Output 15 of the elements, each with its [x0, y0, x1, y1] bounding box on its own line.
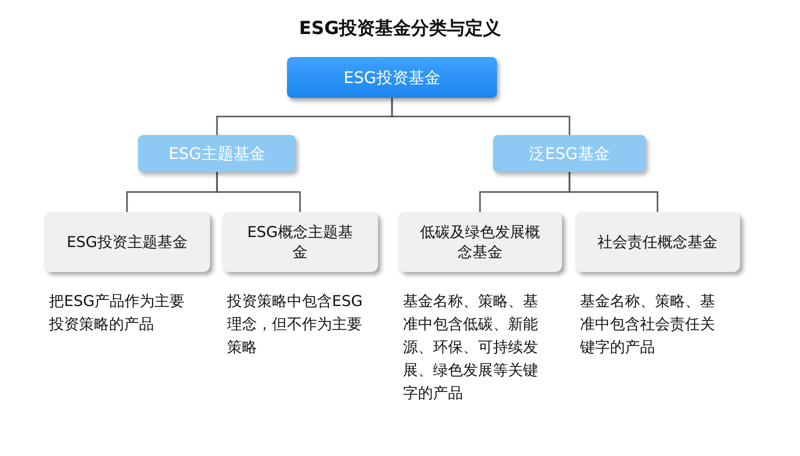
connector-line [216, 172, 301, 212]
connector-line [391, 98, 570, 135]
description-text: 把ESG产品作为主要投资策略的产品 [49, 291, 186, 335]
description-text: 基金名称、策略、基准中包含低碳、新能源、环保、可持续发展、绿色发展等关键字的产品 [403, 291, 539, 404]
fund-box: ESG主题基金 [138, 135, 296, 172]
category-box: ESG投资主题基金 [44, 212, 210, 272]
category-box: 低碳及绿色发展概念基金 [398, 212, 562, 272]
description-text: 投资策略中包含ESG理念，但不作为主要策略 [227, 291, 363, 358]
category-box: ESG概念主题基金 [222, 212, 378, 272]
description-text: 基金名称、策略、基准中包含社会责任关键字的产品 [580, 291, 716, 358]
title: ESG投资基金分类与定义 [298, 17, 502, 40]
category-box: 社会责任概念基金 [575, 212, 740, 272]
fund-box: 泛ESG基金 [493, 135, 646, 172]
connector-line [568, 172, 658, 212]
fund-box: ESG投资基金 [287, 57, 497, 98]
